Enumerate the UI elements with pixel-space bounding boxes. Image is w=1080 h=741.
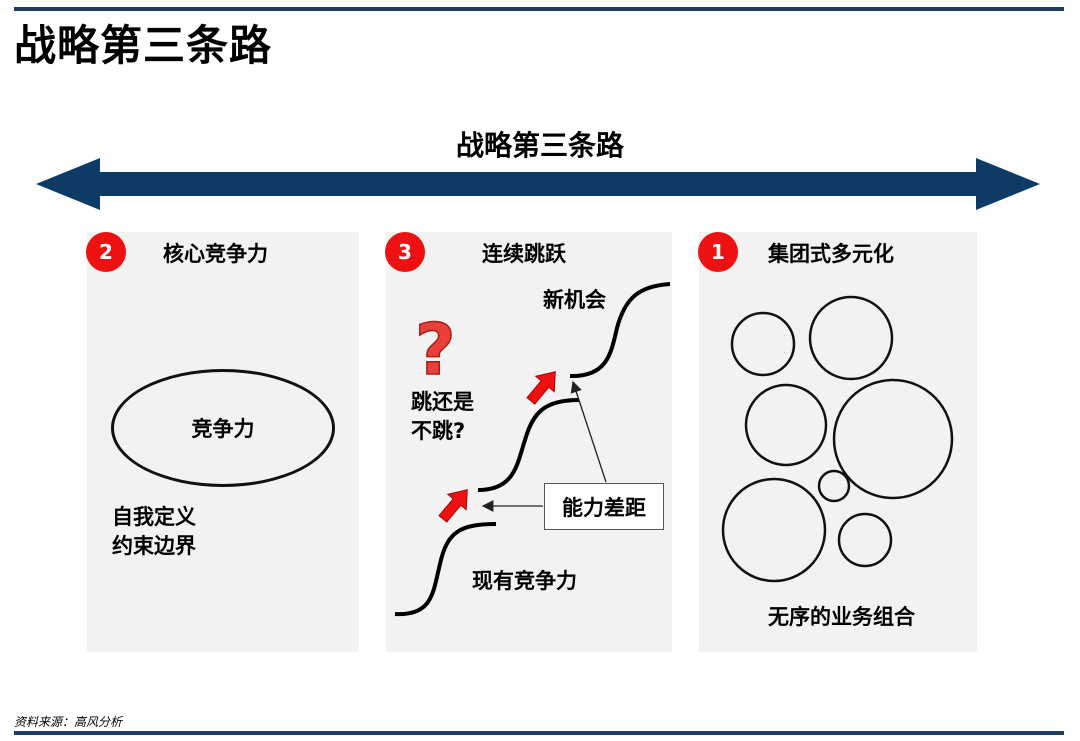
jump-curves: ?	[394, 282, 671, 617]
panel-title-conglomerate: 集团式多元化	[768, 242, 894, 266]
business-circle	[832, 378, 954, 500]
competence-ellipse-label: 竞争力	[191, 417, 255, 441]
business-circle	[744, 383, 828, 467]
capability-gap-label: 能力差距	[562, 495, 646, 520]
constraint-text: 约束边界	[112, 534, 196, 558]
top-rule	[14, 7, 1064, 11]
double-arrow	[36, 158, 1040, 210]
business-circle	[730, 311, 796, 377]
new-opportunity-label: 新机会	[543, 288, 606, 312]
panel-continuous-jump	[386, 232, 672, 652]
current-curve	[394, 522, 497, 617]
page-title: 战略第三条路	[14, 21, 273, 70]
business-circle	[837, 512, 893, 568]
business-circle	[721, 477, 827, 583]
question-mark-icon: ?	[415, 309, 456, 391]
business-circles	[721, 295, 954, 583]
gap-pointer-up	[570, 380, 607, 483]
panel-title-core-competence: 核心竞争力	[163, 242, 268, 266]
double-arrow-shape	[36, 158, 1040, 210]
badge-conglomerate: 1	[698, 232, 738, 272]
jump-question-line2: 不跳?	[411, 419, 466, 443]
new-opportunity-curve	[569, 282, 671, 379]
jump-arrow-upper	[526, 371, 556, 405]
panel-conglomerate	[699, 232, 977, 652]
jump-arrow-lower	[438, 489, 468, 523]
jump-question-line1: 跳还是	[411, 390, 474, 414]
badge-core-competence: 2	[86, 232, 126, 272]
panel-title-continuous-jump: 连续跳跃	[482, 242, 566, 266]
bottom-rule	[14, 731, 1064, 735]
business-circle	[808, 295, 894, 381]
current-competence-label: 现有竞争力	[472, 569, 577, 593]
middle-curve	[477, 398, 580, 492]
badge-continuous-jump: 3	[385, 232, 425, 272]
banner-title: 战略第三条路	[455, 129, 624, 162]
competence-ellipse: 竞争力	[111, 369, 335, 487]
source-note: 资料来源：高风分析	[14, 715, 123, 729]
self-define-text: 自我定义	[112, 505, 196, 529]
capability-gap-box: 能力差距	[544, 483, 664, 530]
business-circle	[817, 469, 851, 503]
disordered-portfolio-caption: 无序的业务组合	[768, 605, 915, 629]
